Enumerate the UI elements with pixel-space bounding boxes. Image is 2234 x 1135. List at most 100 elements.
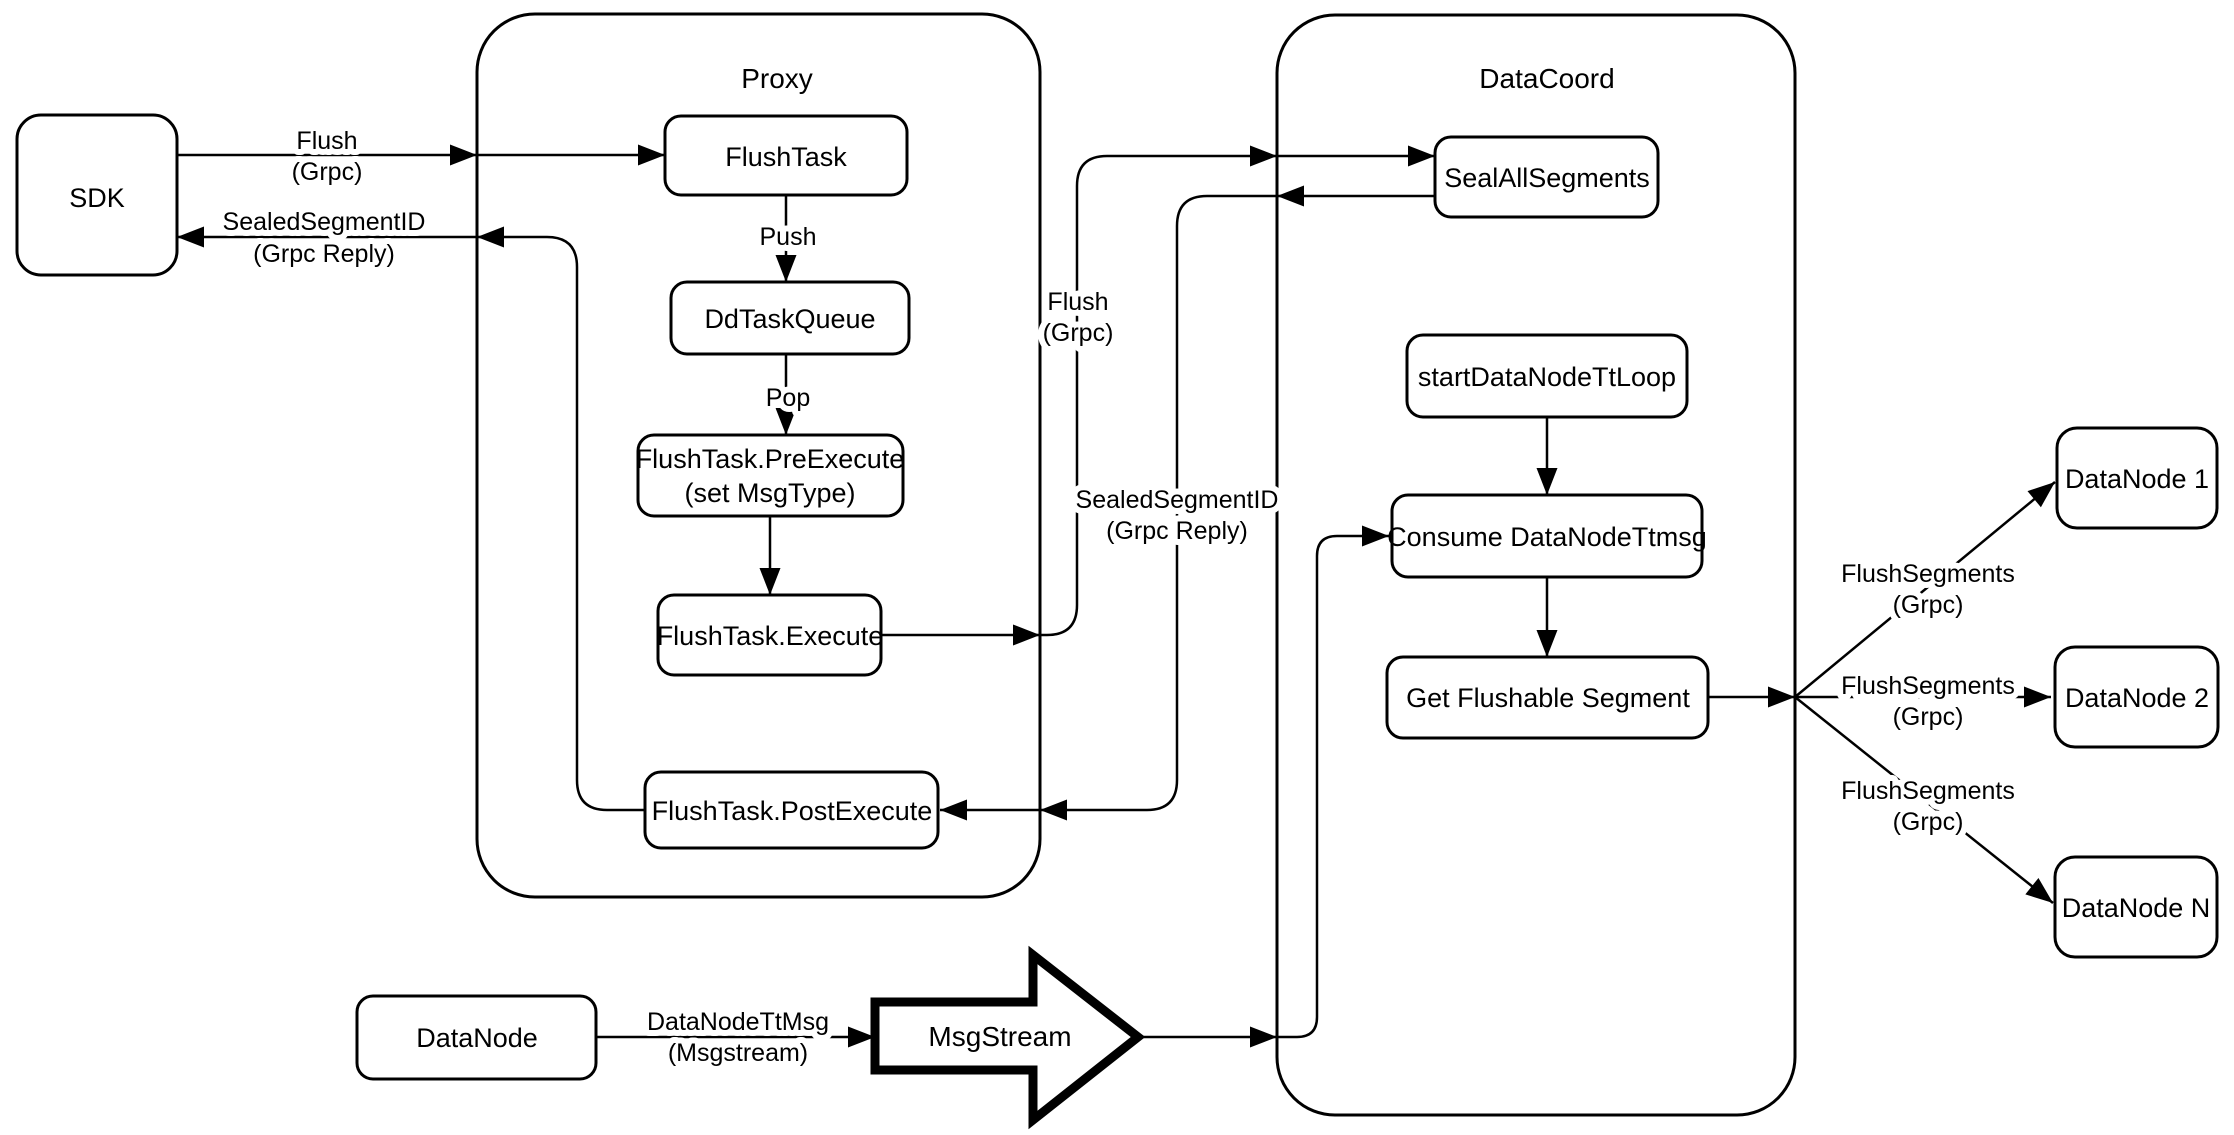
msgstream-arrow-shape [870,945,1146,1130]
msgstream-label: MsgStream [928,1021,1071,1052]
node-startdatanodettloop: startDataNodeTtLoop [1405,333,1689,419]
arrowhead [1362,525,1389,547]
edge-execute-to-sealallsegments [881,154,1435,637]
arrowhead [177,226,204,248]
consume-box [1390,493,1704,579]
node-msgstream: MsgStream [870,945,1146,1130]
node-sealallsegments: SealAllSegments [1433,135,1660,219]
arrowhead [2027,482,2055,508]
edge-label-flush-grpc-mid: Flush (Grpc) [1037,282,1120,353]
arrowhead [1040,799,1067,821]
edge-label-line: (Grpc Reply) [253,240,395,268]
edge-label-flushsegments-1: FlushSegments (Grpc) [1835,554,2021,625]
sealallsegments-label: SealAllSegments [1444,163,1650,193]
getflushable-label: Get Flushable Segment [1406,683,1690,713]
node-flushtask: FlushTask [663,114,909,197]
startdatanodettloop-box [1405,333,1689,419]
node-flushtask-preexecute: FlushTask.PreExecute (set MsgType) [636,433,905,518]
arrowhead [1277,185,1304,207]
node-get-flushable-segment: Get Flushable Segment [1385,655,1710,740]
datanode1-box [2055,426,2219,530]
arrowhead [1408,145,1435,167]
proxy-boundary [475,12,1042,899]
container-proxy: Proxy [475,12,1042,899]
edge-label-line: Flush [296,127,357,155]
preexecute-label-line1: FlushTask.PreExecute [636,444,905,474]
arrowhead [1250,145,1277,167]
arrowhead [775,255,797,282]
edge-label-pop: Pop [766,384,810,412]
execute-label: FlushTask.Execute [657,621,884,651]
arrowhead [1536,630,1558,657]
datanode2-box [2053,645,2220,749]
datacoord-boundary [1275,13,1797,1117]
arrowheads [177,144,2055,1048]
edge-label-line: (Grpc) [1043,319,1114,347]
arrowhead [759,568,781,595]
node-consume-datanodettmsg: Consume DataNodeTtmsg [1387,493,1707,579]
container-datacoord: DataCoord [1275,13,1797,1117]
edge-msgstream-to-consume [1138,534,1389,1039]
flushtask-label: FlushTask [725,142,847,172]
datanode2-label: DataNode 2 [2065,683,2209,713]
arrowhead [1536,468,1558,495]
arrowhead [1250,1026,1277,1048]
edge-label-push: Push [760,223,817,251]
datanoden-box [2053,855,2219,959]
edge-label-line: (Grpc) [1893,591,1964,619]
node-ddtaskqueue: DdTaskQueue [669,280,911,356]
arrowhead [1768,686,1795,708]
edge-label-line: DataNodeTtMsg [647,1008,829,1036]
arrowhead [775,408,797,435]
arrowhead [2024,686,2051,708]
edge-label-line: FlushSegments [1841,672,2015,700]
edge-to-datanode1 [1794,481,2056,698]
preexecute-box [636,433,905,518]
consume-label: Consume DataNodeTtmsg [1387,522,1707,552]
flushtask-box [663,114,909,197]
edge-label-line: Flush [1047,288,1108,316]
sealallsegments-box [1433,135,1660,219]
datacoord-title: DataCoord [1479,63,1614,94]
arrowhead [940,799,967,821]
ddtaskqueue-box [669,280,911,356]
node-sdk: SDK [15,113,179,277]
edge-sealallsegments-to-postexecute [940,194,1435,812]
edge-label-line: FlushSegments [1841,560,2015,588]
getflushable-box [1385,655,1710,740]
arrowhead [848,1026,875,1048]
execute-box [656,593,883,677]
node-flushtask-execute: FlushTask.Execute [656,593,884,677]
postexecute-box [643,770,940,850]
postexecute-label: FlushTask.PostExecute [652,796,933,826]
node-flushtask-postexecute: FlushTask.PostExecute [643,770,940,850]
edge-to-datanoden [1794,696,2054,904]
sdk-box [15,113,179,277]
edge-label-line: (Grpc) [1893,808,1964,836]
sdk-label: SDK [69,183,125,213]
datanode-box [355,994,598,1081]
edge-postexecute-to-sdk [177,235,645,812]
edge-label-line: (Grpc Reply) [1106,517,1248,545]
edge-label-line: SealedSegmentID [223,208,426,236]
arrowhead [477,226,504,248]
node-datanode: DataNode [355,994,598,1081]
edge-label-flushsegments-2: FlushSegments (Grpc) [1835,666,2021,737]
preexecute-label-line2: (set MsgType) [684,478,855,508]
arrowhead [638,144,665,166]
node-datanode-n: DataNode N [2053,855,2219,959]
node-datanode-1: DataNode 1 [2055,426,2219,530]
edge-labels: Flush (Grpc) SealedSegmentID (Grpc Reply… [217,121,2021,1073]
edge-label-datanodettmsg: DataNodeTtMsg (Msgstream) [641,1002,835,1073]
arrowhead [2025,877,2053,903]
edge-label-flushsegments-3: FlushSegments (Grpc) [1835,771,2021,842]
edge-label-line: SealedSegmentID [1076,486,1279,514]
ddtaskqueue-label: DdTaskQueue [704,304,875,334]
arrowhead [1013,624,1040,646]
connectors [177,153,2056,1039]
node-datanode-2: DataNode 2 [2053,645,2220,749]
datanode-label: DataNode [416,1023,538,1053]
edge-label-line: FlushSegments [1841,777,2015,805]
